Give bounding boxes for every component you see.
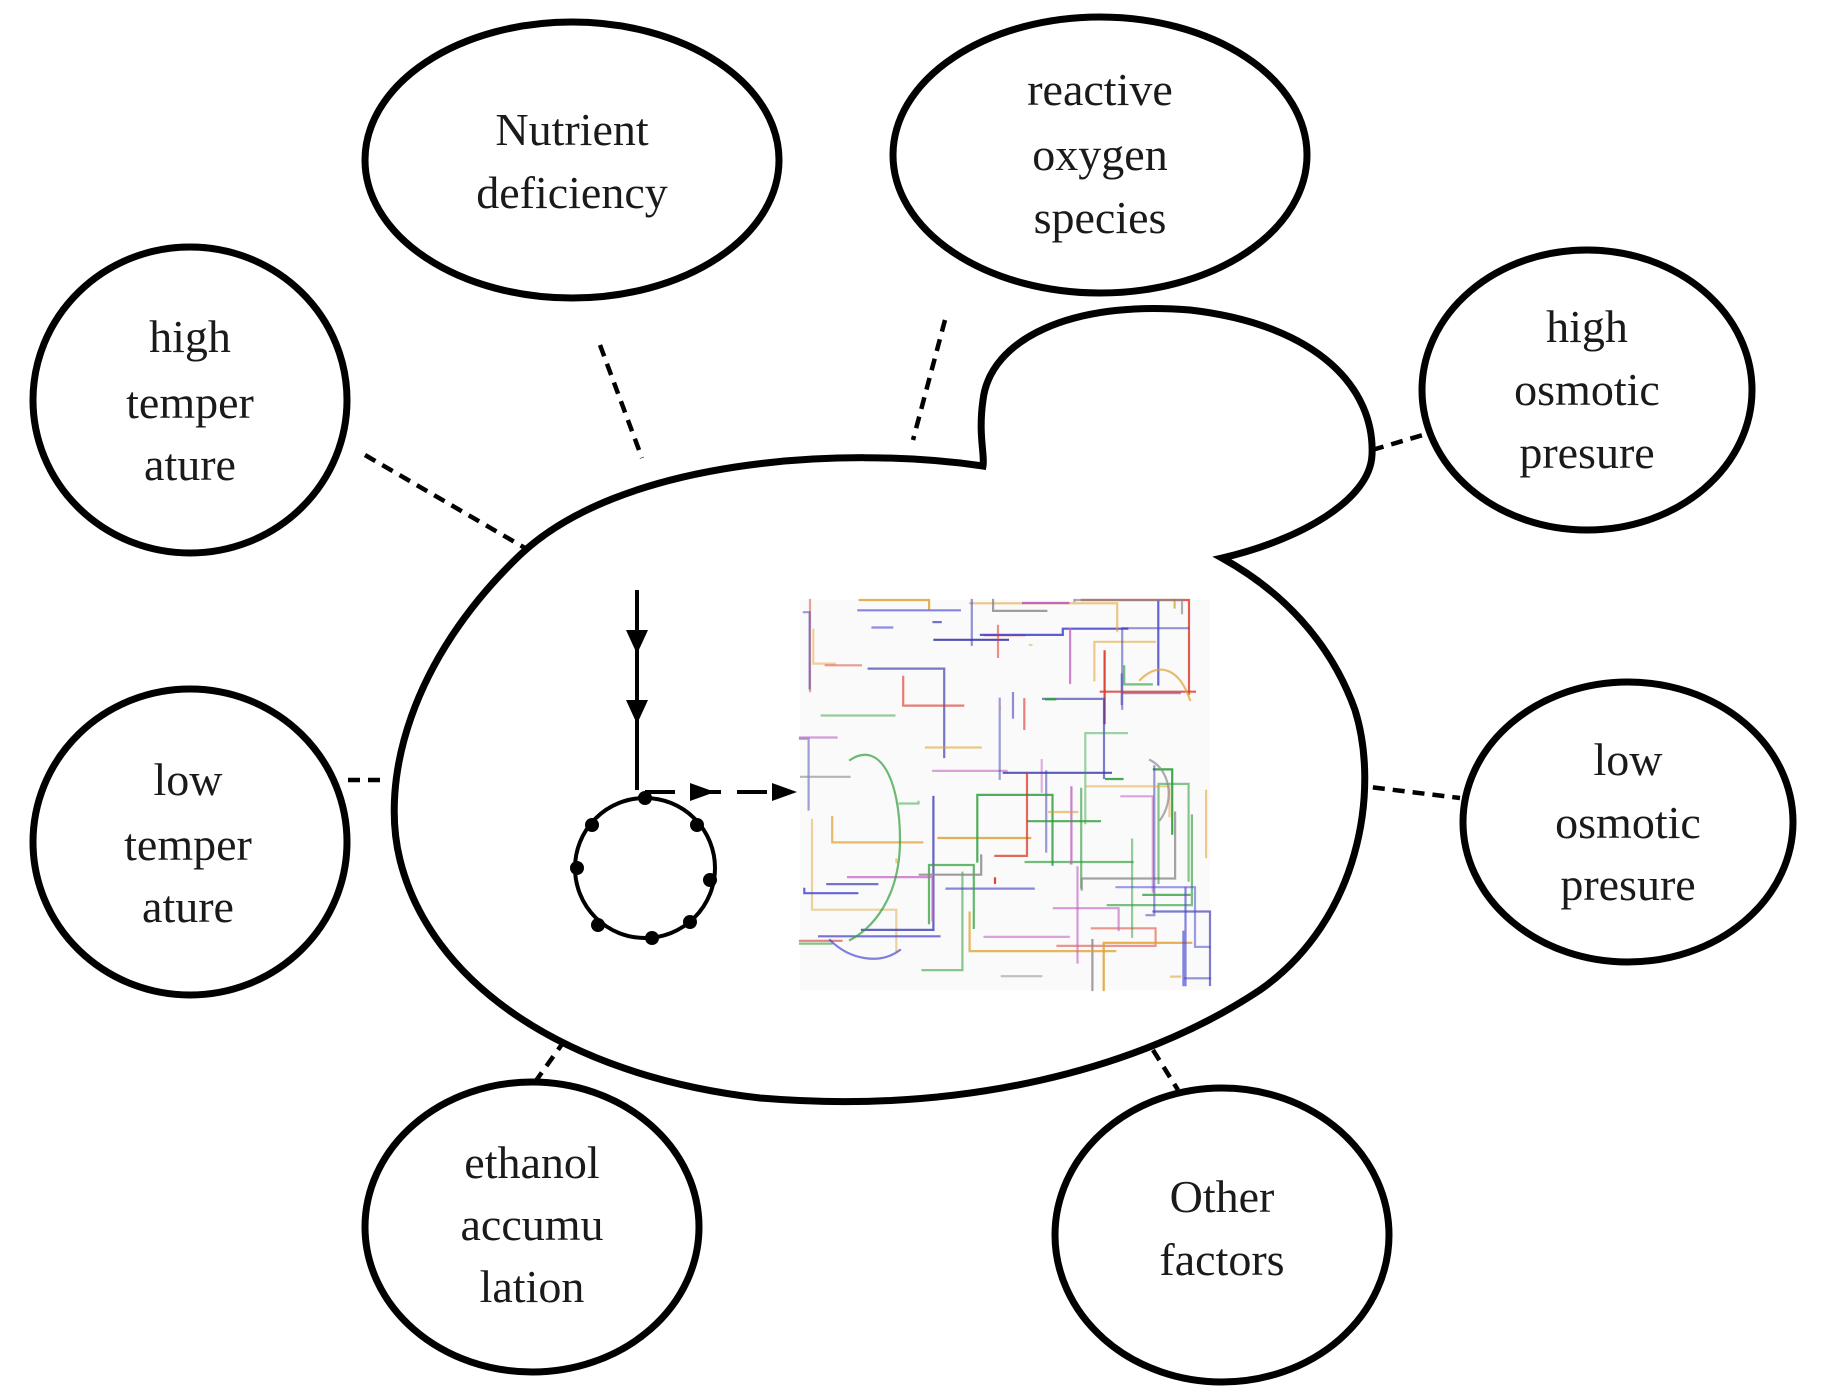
factor-label-line: low [154,754,224,805]
network-pathway-line [1052,907,1120,932]
network-pathway-line [992,598,1048,612]
factor-other-factors: Other factors [1051,1084,1393,1386]
network-pathway-line [1145,765,1156,917]
network-pathway-line [803,887,859,895]
connector-ethanol-accumulation [533,1038,567,1084]
factor-label-line: accumu [460,1199,603,1250]
network-pathway-line [927,863,975,929]
factor-label-line: lation [480,1261,585,1312]
network-pathway-line [802,611,811,690]
factor-label-line: ethanol [464,1137,599,1188]
network-pathway-line [902,675,965,707]
connector-high-osmotic-pressure [1371,432,1424,453]
network-pathway-line [1093,640,1156,682]
network-pathway-line [1123,665,1153,686]
network-pathway-line [968,911,1117,953]
input-arrows [626,590,648,790]
connectors [348,319,1461,1092]
network-pathway-line [1106,814,1193,907]
factor-reactive-oxygen-species: reactive oxygen species [889,13,1311,297]
factor-label-line: high [149,311,231,362]
network-pathway-line [994,772,1029,857]
network-pathway-line [1152,910,1212,987]
factor-nutrient-deficiency: Nutrient deficiency [361,18,783,302]
network-pathway-line [1080,811,1177,891]
network-arc-line [1138,668,1192,702]
factor-label-line: osmotic [1555,797,1701,848]
factor-label-line: factors [1159,1234,1284,1285]
network-pathway-line [979,627,1129,636]
network-pathway-line [847,876,934,922]
network-pathway-line [1182,887,1187,987]
factor-label-line: osmotic [1514,364,1660,415]
network-pathway-line [1084,732,1128,825]
network-pathway-line [812,628,836,665]
network-pathway-line [1074,598,1184,615]
factor-label-line: oxygen [1032,129,1167,180]
connector-high-temperature [363,453,527,550]
output-arrows [645,783,797,801]
factor-label-line: ature [142,881,234,932]
metabolic-network-map [798,598,1212,992]
network-pathway-line [1056,927,1157,947]
factor-label-line: high [1546,301,1628,352]
connector-nutrient-deficiency [597,344,645,459]
network-arc-line [848,753,902,942]
factor-high-osmotic-pressure: high osmotic presure [1418,246,1756,534]
factor-label-line: presure [1560,859,1695,910]
network-pathway-line [1069,786,1073,865]
network-pathway-line [968,602,1119,633]
circular-pathway [570,791,717,945]
factor-label-line: temper [126,377,254,428]
network-arc-line [1148,758,1170,822]
connector-low-osmotic-pressure [1352,782,1461,801]
network-pathway-line [1102,941,1193,992]
network-pathway-line [1120,795,1154,893]
network-pathway-line [1121,627,1190,710]
network-pathway-line [1115,886,1211,948]
factor-label-line: low [1594,734,1664,785]
factor-label-line: species [1034,192,1167,243]
factor-label-line: presure [1519,427,1654,478]
network-pathway-line [1085,785,1171,818]
network-pathway-line [858,598,931,610]
factor-label-line: Nutrient [495,104,649,155]
factor-label-line: Other [1170,1171,1275,1222]
factor-label-line: deficiency [476,167,668,218]
factor-ethanol-accumulation: ethanol accumu lation [361,1078,703,1376]
factor-low-temperature: low temper ature [29,685,351,999]
network-pathway-line [898,800,920,805]
network-pathway-line [976,793,1054,866]
connector-other-factors [1151,1048,1180,1092]
network-arc-line [828,938,902,960]
connector-reactive-oxygen-species [910,319,948,441]
factor-label-line: temper [124,819,252,870]
network-pathway-line [831,815,924,844]
factor-high-temperature: high temper ature [29,243,351,557]
network-pathway-line [1157,782,1190,884]
network-pathway-line [1042,697,1106,779]
factor-low-osmotic-pressure: low osmotic presure [1459,678,1797,966]
network-pathway-line [918,854,983,876]
network-pathway-line [921,871,964,972]
factor-label-line: reactive [1027,64,1173,115]
factor-label-line: ature [144,439,236,490]
